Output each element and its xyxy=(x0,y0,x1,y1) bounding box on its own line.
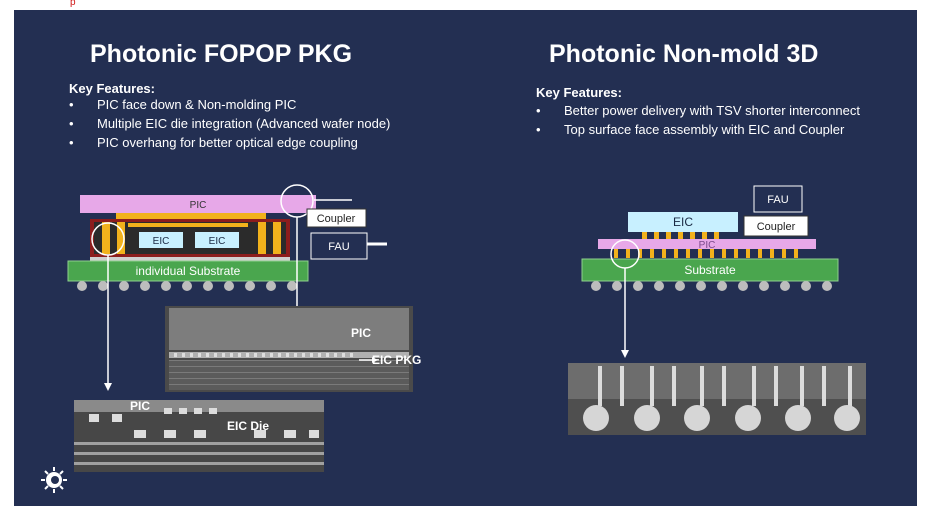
arrow-right-head xyxy=(621,350,629,358)
coupler-label-right: Coupler xyxy=(757,221,796,233)
substrate-label: individual Substrate xyxy=(136,264,241,278)
sem2-line-2 xyxy=(74,452,324,455)
sem-nonmold-3d xyxy=(568,363,866,435)
substrate-layer-right xyxy=(581,258,839,282)
eic-block xyxy=(628,212,738,232)
sem-eic-arrow-head xyxy=(372,357,378,363)
sem2-line-1 xyxy=(74,442,324,445)
pic-label-right: PIC xyxy=(699,240,716,251)
pic-layer xyxy=(80,195,316,213)
eic-label-1: EIC xyxy=(153,236,170,247)
sem-eic-pkg-label: EIC PKG xyxy=(372,353,421,367)
package-diagrams: PIC EIC EIC individual Substrate xyxy=(41,184,866,493)
bump-row xyxy=(116,213,266,219)
tsv-right xyxy=(614,249,798,258)
pic-label: PIC xyxy=(190,200,207,211)
package-core xyxy=(94,222,286,254)
sem2-pic-region xyxy=(74,400,324,412)
eic-label-2: EIC xyxy=(209,236,226,247)
sem2-pic-label: PIC xyxy=(130,399,150,413)
substrate-label-right: Substrate xyxy=(684,263,736,277)
sem-bumps xyxy=(174,353,353,357)
coupler-label: Coupler xyxy=(317,213,356,225)
sem-eic-die: PIC EIC Die xyxy=(74,399,324,472)
sem2-line-3 xyxy=(74,462,324,465)
fau-box xyxy=(310,232,368,260)
solder-balls xyxy=(77,281,297,291)
sem2-eic-die-label: EIC Die xyxy=(227,419,269,433)
slide: Photonic FOPOP PKG Key Features: PIC fac… xyxy=(14,10,917,506)
right-feature-list: Better power delivery with TSV shorter i… xyxy=(536,101,860,139)
sem-pic-label: PIC xyxy=(351,326,371,340)
vias xyxy=(102,222,281,254)
logo-icon xyxy=(41,467,67,493)
left-key-features-label: Key Features: xyxy=(69,81,155,96)
top-left-corner: p xyxy=(0,0,90,10)
rdl-layer xyxy=(90,257,290,261)
sem-rdl-region xyxy=(169,360,409,390)
left-title: Photonic FOPOP PKG xyxy=(90,40,353,68)
fopop-package: PIC EIC EIC individual Substrate xyxy=(67,184,387,391)
sem3-upper xyxy=(568,363,866,399)
left-feature-list: PIC face down & Non-molding PIC Multiple… xyxy=(69,95,390,152)
sem-pic-region xyxy=(169,308,409,350)
solder-balls-right xyxy=(591,281,832,291)
nonmold-3d-package: FAU EIC Coupler PIC Substrate xyxy=(581,185,839,358)
left-feature-item: PIC face down & Non-molding PIC xyxy=(69,95,390,114)
eic-label-right: EIC xyxy=(673,215,693,229)
eic-die-2 xyxy=(195,232,239,248)
left-feature-item: PIC overhang for better optical edge cou… xyxy=(69,133,390,152)
sem2-bumps xyxy=(89,408,319,438)
right-feature-item: Better power delivery with TSV shorter i… xyxy=(536,101,860,120)
arrow-bump-head xyxy=(104,383,112,391)
right-title: Photonic Non-mold 3D xyxy=(549,40,819,68)
substrate-layer xyxy=(67,260,309,282)
corner-mark: p xyxy=(70,0,76,8)
pic-layer-right xyxy=(598,239,816,249)
coupler-box xyxy=(306,208,367,228)
right-feature-item: Top surface face assembly with EIC and C… xyxy=(536,120,860,139)
left-feature-item: Multiple EIC die integration (Advanced w… xyxy=(69,114,390,133)
sem-eic-pkg: PIC EIC PKG xyxy=(165,306,421,392)
eic-die-1 xyxy=(139,232,183,248)
coupler-box-right xyxy=(743,215,809,237)
sem3-tsvs xyxy=(598,366,852,406)
sem3-balls xyxy=(583,405,860,431)
fau-label-right: FAU xyxy=(767,194,788,206)
eic-bumps-right xyxy=(642,232,719,239)
fau-box-right xyxy=(753,185,803,213)
fau-label: FAU xyxy=(328,241,349,253)
right-key-features-label: Key Features: xyxy=(536,85,622,100)
